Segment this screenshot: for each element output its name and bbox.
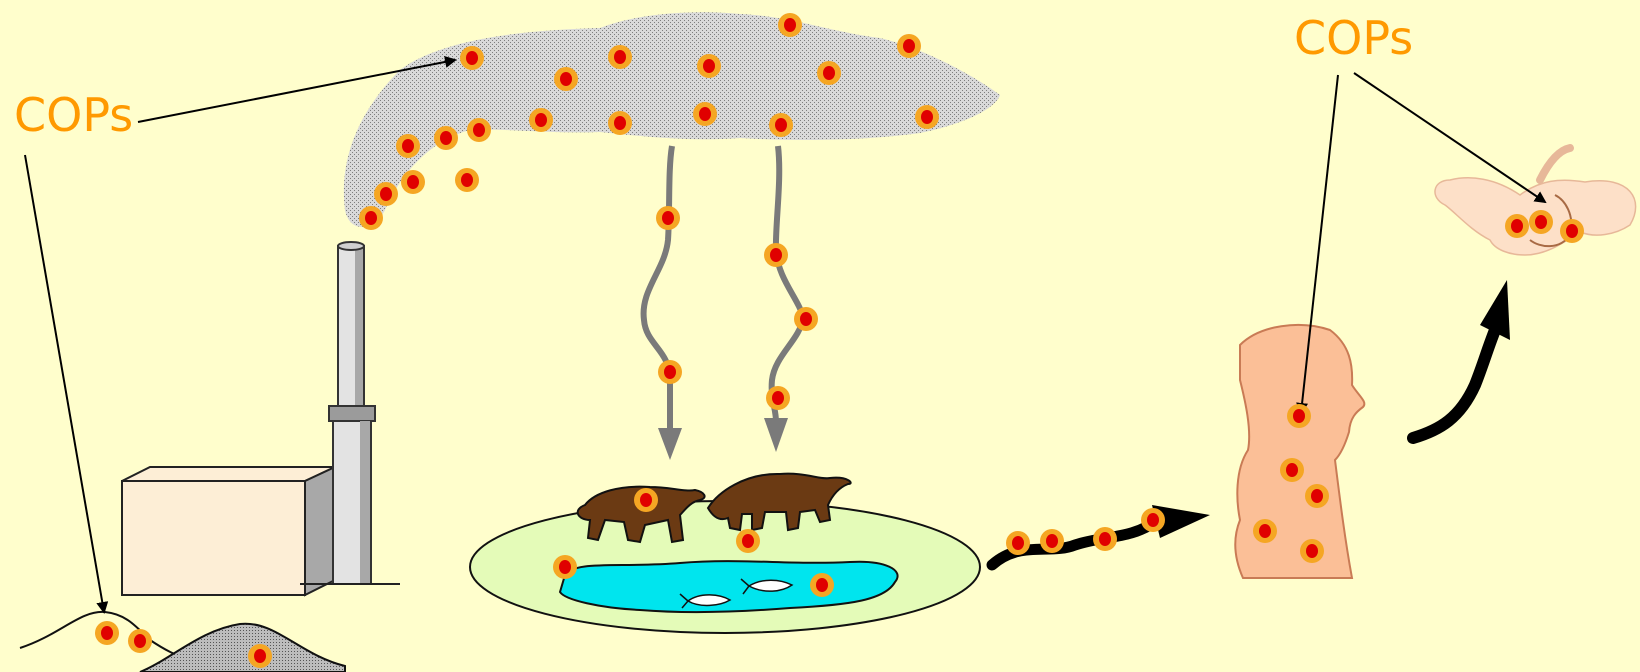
cop-particle bbox=[553, 555, 577, 579]
cop-particle bbox=[634, 488, 658, 512]
growth-arrowhead-icon bbox=[1480, 280, 1510, 340]
cop-particle bbox=[1253, 519, 1277, 543]
cop-particle bbox=[769, 113, 793, 137]
cop-particle bbox=[608, 45, 632, 69]
rain-arrow-right-icon bbox=[764, 418, 788, 452]
cops-label-left: COPs bbox=[14, 92, 133, 138]
cop-particle bbox=[736, 529, 760, 553]
cop-particle bbox=[248, 644, 272, 668]
left-label-arrow-heap bbox=[25, 155, 104, 612]
cop-particle bbox=[1280, 458, 1304, 482]
cop-particle bbox=[529, 108, 553, 132]
cop-particle bbox=[396, 134, 420, 158]
cop-particle bbox=[810, 573, 834, 597]
cop-particle bbox=[1006, 531, 1030, 555]
cop-particle bbox=[1300, 539, 1324, 563]
growth-path bbox=[1413, 318, 1500, 438]
cop-particle bbox=[1040, 529, 1064, 553]
cop-particle bbox=[359, 206, 383, 230]
cop-particle bbox=[697, 54, 721, 78]
cop-particle bbox=[656, 206, 680, 230]
cop-particle bbox=[794, 307, 818, 331]
cop-particle bbox=[693, 102, 717, 126]
cop-particle bbox=[1093, 527, 1117, 551]
cop-particle bbox=[778, 13, 802, 37]
cop-particle bbox=[401, 170, 425, 194]
rain-arrow-left-icon bbox=[658, 428, 682, 460]
cop-particle bbox=[455, 168, 479, 192]
cop-particle bbox=[897, 34, 921, 58]
cop-particle bbox=[608, 111, 632, 135]
cop-particle bbox=[434, 126, 458, 150]
cop-particle bbox=[1505, 214, 1529, 238]
cop-particle bbox=[128, 629, 152, 653]
cop-particle bbox=[1529, 210, 1553, 234]
factory-icon bbox=[122, 467, 335, 595]
cop-particle bbox=[1287, 404, 1311, 428]
cop-particle bbox=[460, 46, 484, 70]
rain-stream-left bbox=[644, 146, 672, 435]
cop-particle bbox=[766, 386, 790, 410]
cops-label-right: COPs bbox=[1294, 15, 1413, 61]
human-silhouette-icon bbox=[1235, 325, 1364, 578]
cop-particle bbox=[817, 61, 841, 85]
cop-particle bbox=[467, 118, 491, 142]
cop-particle bbox=[658, 360, 682, 384]
rain-stream-right bbox=[772, 146, 803, 425]
cop-particle bbox=[95, 621, 119, 645]
cop-particle bbox=[1305, 484, 1329, 508]
cop-particle bbox=[915, 105, 939, 129]
baby-icon bbox=[1435, 148, 1636, 255]
waste-heap-icon bbox=[20, 612, 345, 672]
cop-particle bbox=[374, 182, 398, 206]
cop-particle bbox=[764, 243, 788, 267]
cop-particle bbox=[1141, 508, 1165, 532]
cop-particle bbox=[1560, 219, 1584, 243]
cop-particle bbox=[554, 67, 578, 91]
